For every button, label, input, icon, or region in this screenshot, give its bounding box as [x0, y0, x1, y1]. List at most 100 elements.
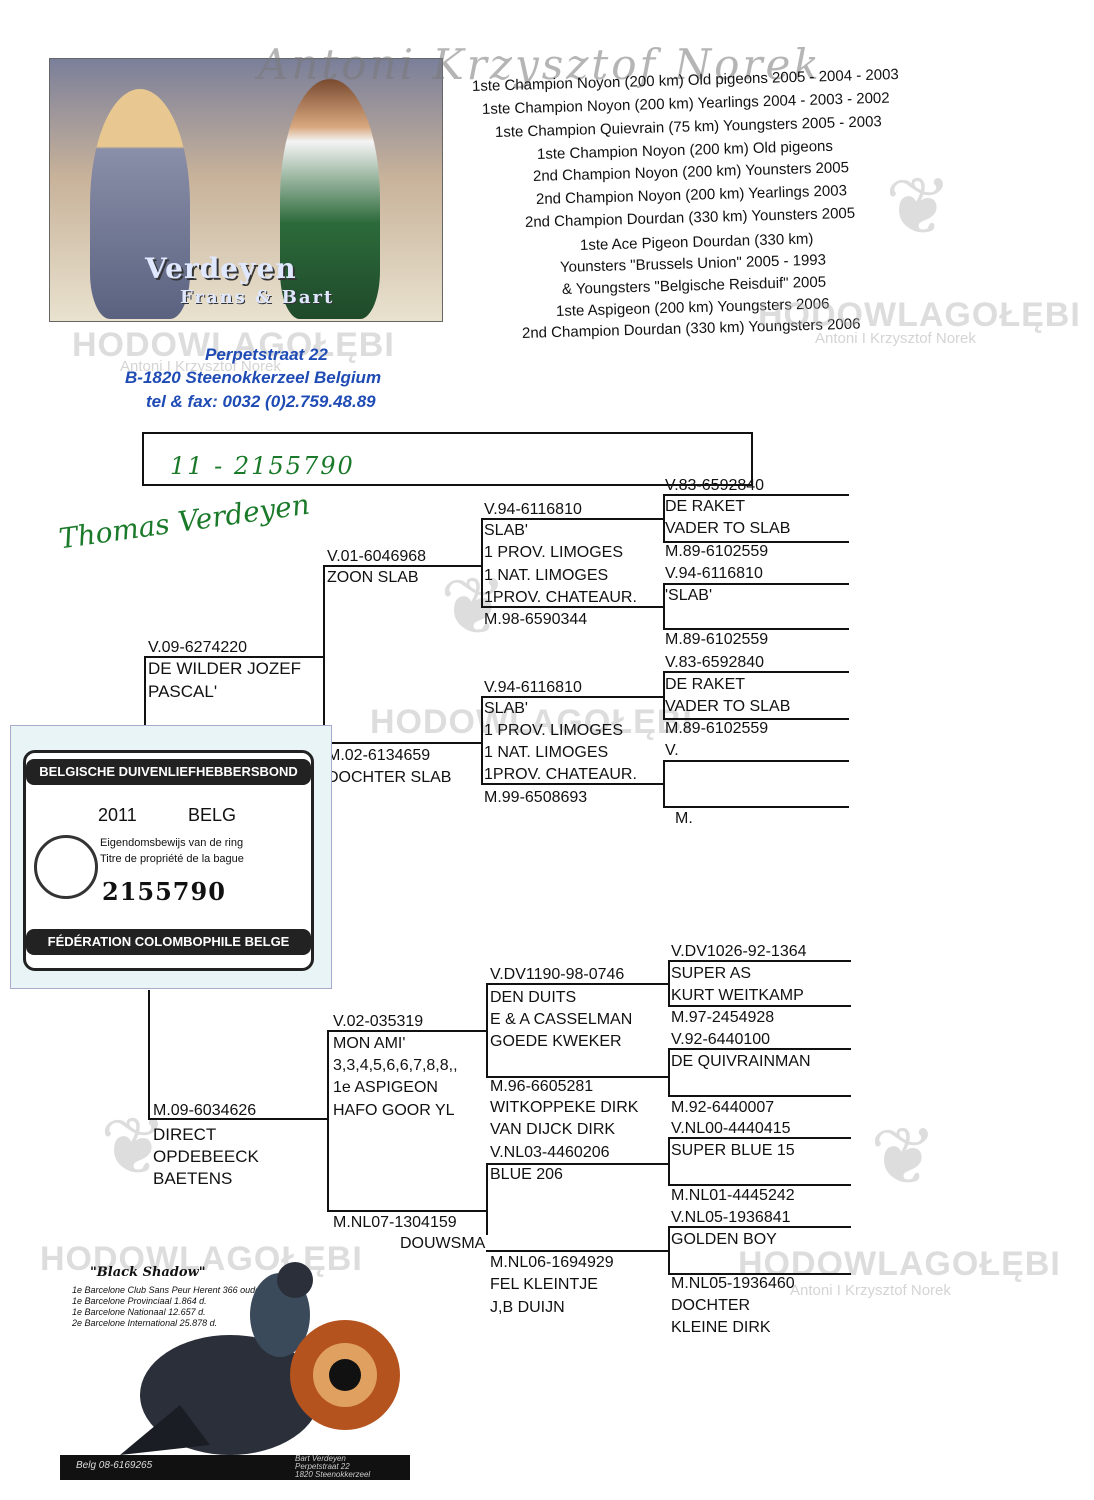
ring-certificate: BELGISCHE DUIVENLIEFHEBBERSBOND 2011 BEL… — [10, 725, 332, 989]
watermark-sub: Antoni I Krzysztof Norek — [120, 358, 281, 375]
photo-caption-name: Verdeyen — [145, 252, 297, 285]
dam-ring: M.09-6034626 — [153, 1102, 257, 1119]
dd-ring: M.NL07-1304159 — [333, 1214, 457, 1231]
sds-line: 1PROV. CHATEAUR. — [484, 766, 637, 783]
g4-ring: V.83-6592840 — [665, 654, 765, 671]
cert-country: BELG — [188, 805, 237, 825]
watermark-sub: Antoni I Krzysztof Norek — [815, 330, 976, 347]
achievement: 2nd Champion Noyon (200 km) Younsters 20… — [532, 159, 850, 185]
ring-emblem-icon — [34, 835, 98, 899]
dss-line: GOEDE KWEKER — [490, 1033, 622, 1050]
achievement: 1ste Champion Quievrain (75 km) Youngste… — [494, 113, 882, 141]
g4-ring: M.89-6102559 — [665, 720, 769, 737]
laurel-pigeon-icon: ❦ — [870, 1112, 938, 1201]
watermark-brand: HODOWLAGOŁĘBI — [758, 296, 1081, 334]
dam-line: BAETENS — [153, 1169, 233, 1188]
achievement: 1ste Ace Pigeon Dourdan (330 km) — [579, 230, 814, 254]
watermark-sub: Antoni I Krzysztof Norek — [790, 1282, 951, 1299]
person-right — [280, 79, 380, 319]
g4-line: SUPER AS — [671, 965, 752, 982]
ddd-ring: M.NL06-1694929 — [490, 1254, 614, 1271]
g4-line: DOCHTER — [671, 1297, 751, 1314]
g4-line: SUPER BLUE 15 — [671, 1142, 795, 1159]
sss-line: 1 PROV. LIMOGES — [484, 544, 624, 561]
ring-number-box — [142, 432, 753, 486]
g4-line: GOLDEN BOY — [671, 1231, 777, 1248]
ad-result: 1e Barcelone Nationaal 12.657 d. — [72, 1307, 206, 1317]
pigeon-advert: "Black Shadow" 1e Barcelone Club Sans Pe… — [60, 1255, 410, 1480]
watermark-brand: HODOWLAGOŁĘBI — [72, 326, 395, 364]
photo-caption-sub: Frans & Bart — [180, 287, 335, 308]
dds-line: BLUE 206 — [490, 1166, 563, 1183]
ss-ring: V.01-6046968 — [327, 548, 427, 565]
address-street: Perpetstraat 22 — [205, 345, 328, 364]
sdd-ring: M.99-6508693 — [484, 789, 588, 806]
ad-ring: Belg 08-6169265 — [76, 1460, 153, 1471]
g4-line: VADER TO SLAB — [665, 698, 791, 715]
sds-ring: V.94-6116810 — [484, 679, 582, 696]
ad-footer-line: Perpetstraat 22 — [295, 1462, 350, 1471]
ad-result: 1e Barcelone Club Sans Peur Herent 366 o… — [72, 1285, 271, 1295]
ds-line: HAFO GOOR YL — [333, 1102, 455, 1119]
sss-line: 1PROV. CHATEAUR. — [484, 589, 637, 606]
sss-ring: V.94-6116810 — [484, 501, 582, 518]
dam-line: DIRECT — [153, 1125, 217, 1144]
cert-year: 2011 — [98, 805, 137, 825]
ds-line: 1e ASPIGEON — [333, 1079, 438, 1096]
sds-line: 1 NAT. LIMOGES — [484, 744, 609, 761]
ds-ring: V.02-035319 — [333, 1013, 424, 1030]
g4-ring: V.94-6116810 — [665, 565, 763, 582]
ad-pigeon-name: "Black Shadow" — [90, 1265, 206, 1280]
address-phone: tel & fax: 0032 (0)2.759.48.89 — [146, 392, 376, 411]
sds-line: SLAB' — [484, 700, 528, 717]
g4-ring: V.DV1026-92-1364 — [671, 943, 807, 960]
dd-line: DOUWSMA — [400, 1235, 486, 1252]
achievement: & Youngsters "Belgische Reisduif" 2005 — [561, 273, 827, 298]
sire-ring: V.09-6274220 — [148, 639, 248, 656]
ddd-line: J,B DUIJN — [490, 1299, 565, 1316]
person-left — [90, 89, 190, 319]
laurel-pigeon-icon: ❦ — [100, 1102, 168, 1191]
g4-line: 'SLAB' — [665, 587, 713, 604]
watermark-brand: HODOWLAGOŁĘBI — [370, 703, 693, 741]
dsd-line: VAN DIJCK DIRK — [490, 1121, 616, 1138]
cert-org-top: BELGISCHE DUIVENLIEFHEBBERSBOND — [26, 759, 311, 785]
watermark-brand: HODOWLAGOŁĘBI — [738, 1245, 1061, 1283]
sd-ring: M.02-6134659 — [327, 747, 431, 764]
ad-footer-line: Bart Verdeyen — [295, 1454, 346, 1463]
g4-line: DE QUIVRAINMAN — [671, 1053, 811, 1070]
ad-footer — [60, 1455, 410, 1480]
address-city: B-1820 Steenokkerzeel Belgium — [125, 368, 382, 387]
dds-ring: V.NL03-4460206 — [490, 1144, 610, 1161]
ad-result: 1e Barcelone Provinciaal 1.864 d. — [72, 1296, 207, 1306]
g4-ring: M.NL05-1936460 — [671, 1275, 795, 1292]
sss-line: SLAB' — [484, 522, 528, 539]
cert-label-nl: Eigendomsbewijs van de ring — [100, 837, 244, 849]
dss-line: DEN DUITS — [490, 989, 577, 1006]
ds-line: 3,3,4,5,6,6,7,8,8,, — [333, 1057, 458, 1074]
g4-ring: V. — [665, 742, 679, 759]
cert-number: 2155790 — [102, 877, 226, 906]
ss-name: ZOON SLAB — [327, 569, 419, 586]
achievement: 2nd Champion Dourdan (330 km) Younsters … — [524, 204, 856, 231]
g4-ring: M. — [675, 810, 693, 827]
cert-label-fr: Titre de propriété de la bague — [100, 853, 244, 865]
cert-org-bottom: FÉDÉRATION COLOMBOPHILE BELGE — [26, 929, 311, 955]
sire-note: PASCAL' — [148, 682, 218, 701]
ad-result: 2e Barcelone International 25.878 d. — [72, 1318, 218, 1328]
g4-line: DE RAKET — [665, 498, 746, 515]
ddd-line: FEL KLEINTJE — [490, 1276, 598, 1293]
breeders-photo: Verdeyen Frans & Bart — [49, 58, 443, 322]
watermark-script: Antoni Krzysztof Norek — [258, 40, 822, 89]
g4-ring: V.NL00-4440415 — [671, 1120, 791, 1137]
achievement: 1ste Champion Noyon (200 km) Old pigeons — [536, 137, 834, 163]
g4-ring: M.89-6102559 — [665, 631, 769, 648]
pigeon-image — [120, 1262, 400, 1455]
achievement: Younsters "Brussels Union" 2005 - 1993 — [559, 251, 827, 276]
g4-ring: V.92-6440100 — [671, 1031, 771, 1048]
g4-line: KURT WEITKAMP — [671, 987, 804, 1004]
dam-line: OPDEBEECK — [153, 1147, 259, 1166]
ad-footer-line: 1820 Steenokkerzeel — [295, 1470, 371, 1479]
dsd-line: WITKOPPEKE DIRK — [490, 1099, 639, 1116]
laurel-pigeon-icon: ❦ — [885, 162, 953, 251]
